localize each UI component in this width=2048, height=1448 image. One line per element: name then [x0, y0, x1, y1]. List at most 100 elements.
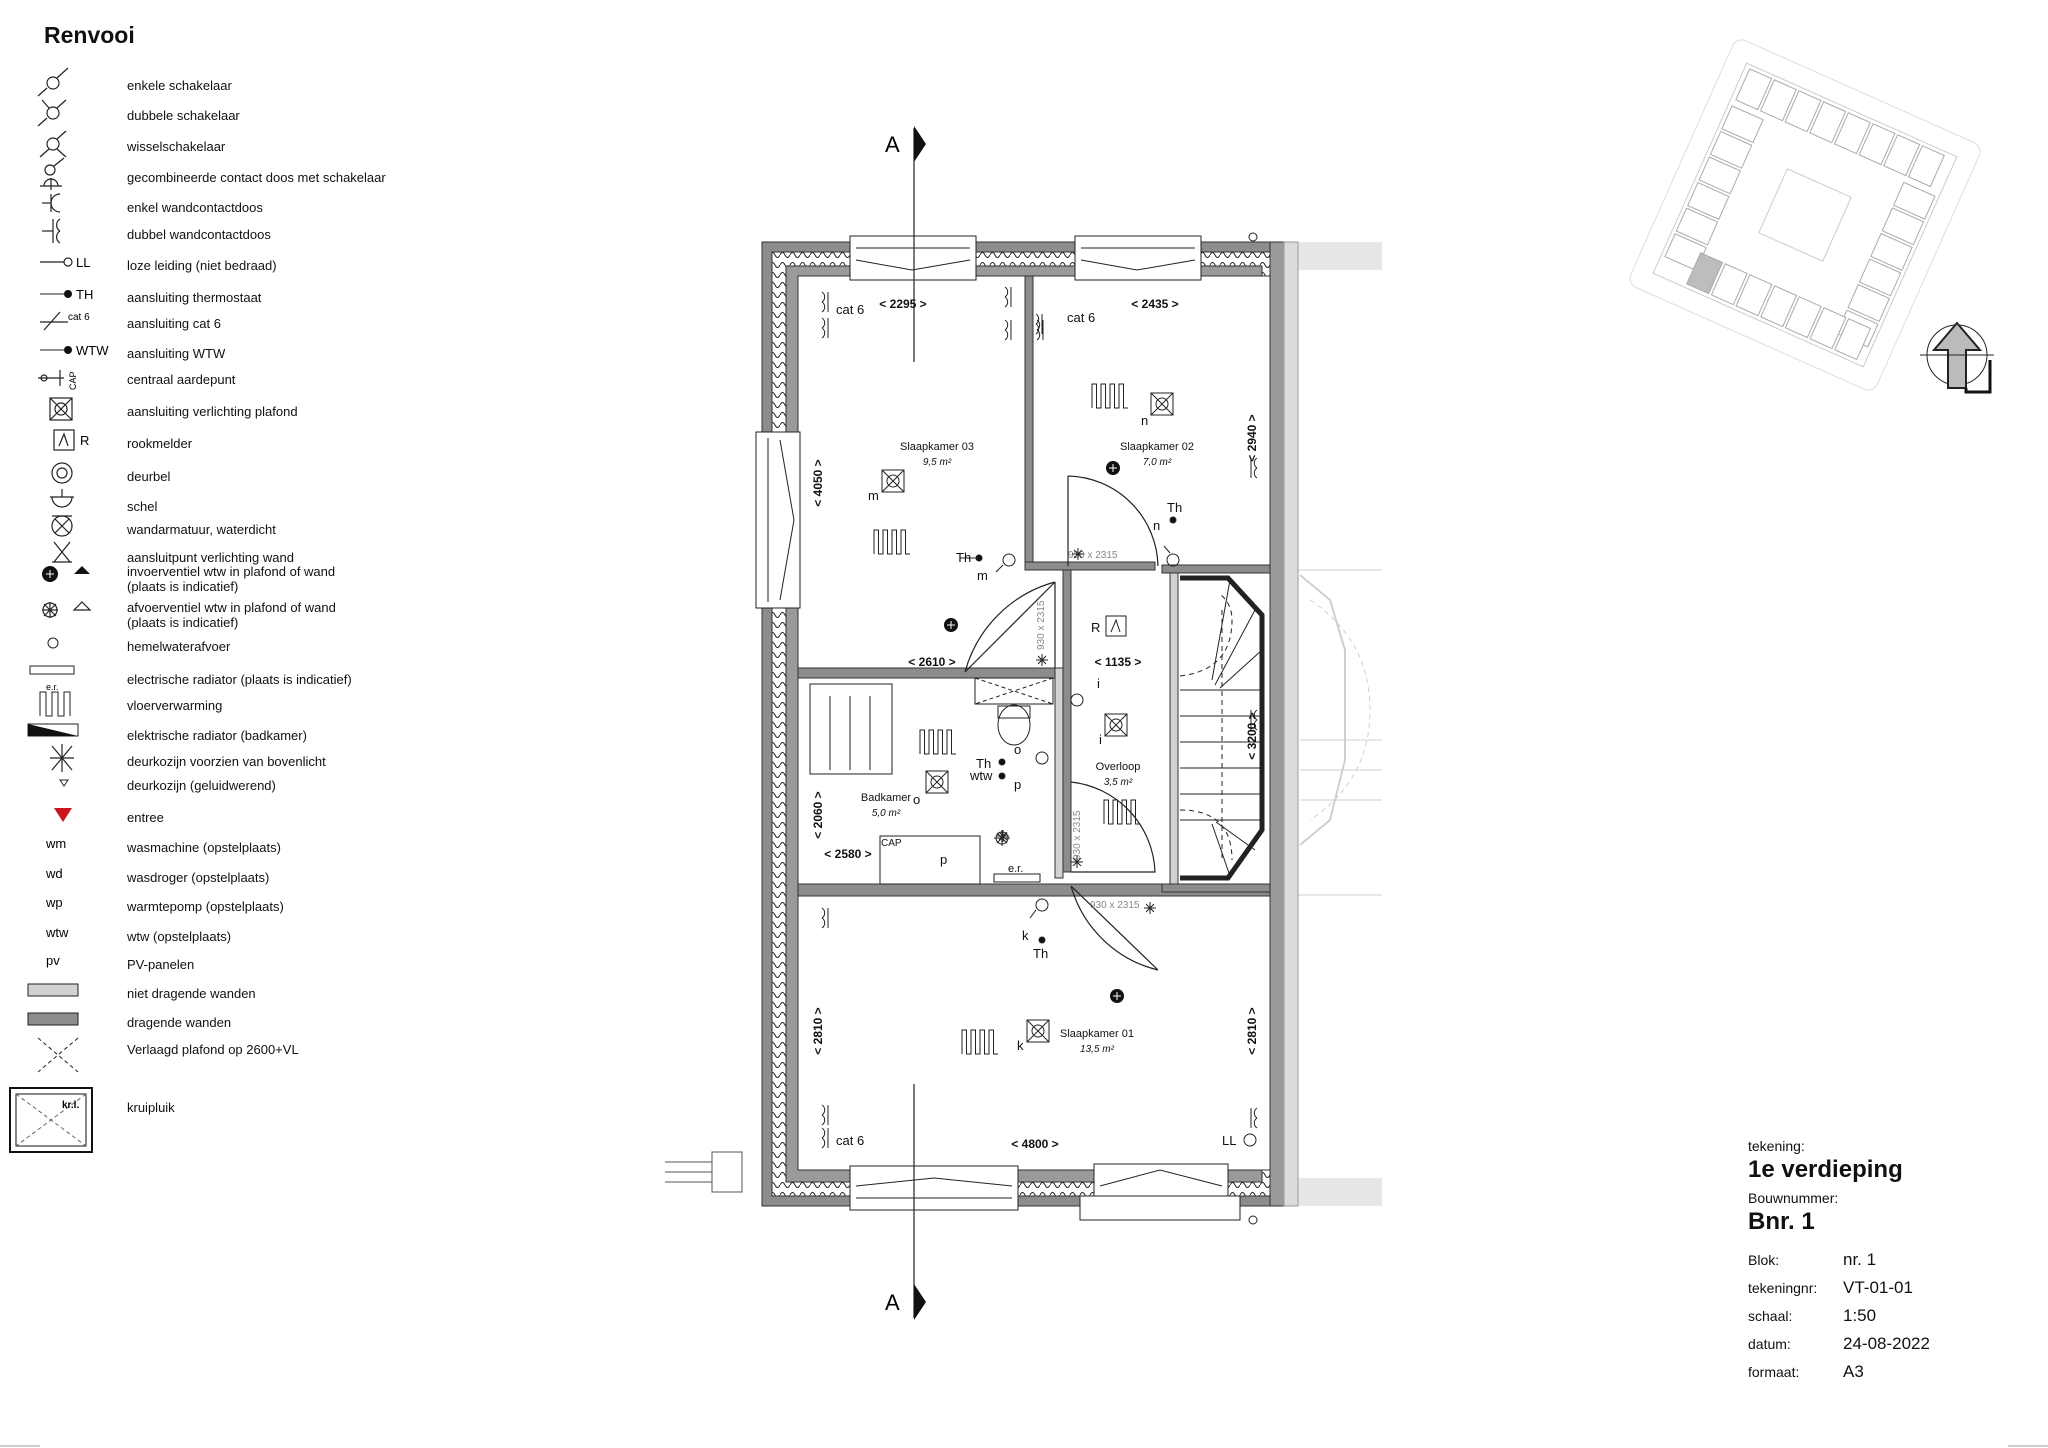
legend-item-label: dubbele schakelaar [127, 108, 240, 123]
floor-heating-icon [919, 729, 956, 755]
legend-item: Verlaagd plafond op 2600+VL [0, 1037, 520, 1073]
svg-text:cat 6: cat 6 [68, 312, 90, 323]
floor-heating-icon [20, 688, 120, 717]
build-number: Bnr. 1 [1748, 1208, 1815, 1235]
th-label: Th [1167, 500, 1182, 515]
legend-item: enkele schakelaar [0, 67, 520, 98]
door-size-label: 930 x 2315 [1068, 550, 1118, 561]
earth-point-icon: CAP [20, 362, 120, 390]
cat6-label: cat 6 [836, 1133, 864, 1148]
title-block-value: 1:50 [1843, 1306, 1877, 1325]
dimension-label: < 2610 > [908, 655, 955, 669]
room-name: Badkamer [861, 792, 911, 804]
legend-item: cat 6 aansluiting cat 6 [0, 311, 520, 336]
bearing-wall-icon [20, 1005, 120, 1029]
n-label: n [1141, 413, 1148, 428]
legend-item-label: aansluiting verlichting plafond [127, 404, 298, 419]
door-size-label: 930 x 2315 [1072, 810, 1083, 860]
room-name: Slaapkamer 01 [1060, 1028, 1134, 1040]
legend-item: elektrische radiator (badkamer) [0, 723, 520, 748]
wall-light-point-icon [20, 540, 120, 564]
cat6-label: cat 6 [836, 302, 864, 317]
wtw-connection-icon: WTW [20, 336, 120, 360]
symbol-labels: cat 6 cat 6 cat 6 Th Th Th Th m m n n R … [836, 302, 1236, 1148]
legend-item: niet dragende wanden [0, 982, 520, 1006]
room-area: 3,5 m² [1104, 777, 1133, 788]
transom-icon [1144, 902, 1156, 914]
svg-text:CAP: CAP [68, 371, 78, 390]
legend-item-label: gecombineerde contact doos met schakelaa… [127, 170, 386, 185]
title-block-value: 24-08-2022 [1843, 1334, 1930, 1353]
legend-item: WTW aansluiting WTW [0, 342, 520, 366]
legend-item-label: aansluiting WTW [127, 346, 226, 361]
double-socket-icon [821, 907, 829, 929]
legend-item: aansluiting verlichting plafond [0, 397, 520, 424]
legend-item-label: wasmachine (opstelplaats) [127, 840, 281, 855]
cat6-label: cat 6 [1067, 310, 1095, 325]
section-marker-bottom: A [885, 1290, 900, 1315]
rainwater-drain-icon [20, 629, 120, 653]
dimension-label: < 2060 > [811, 791, 825, 838]
socket-group [821, 286, 1258, 1149]
exhaust-valve-icon [994, 830, 1010, 846]
legend-item: afvoerventiel wtw in plafond of wand (pl… [0, 600, 520, 630]
legend-item-label: aansluiting cat 6 [127, 316, 221, 331]
double-socket-icon [1036, 319, 1044, 341]
legend-item: hemelwaterafvoer [0, 635, 520, 659]
dimension-label: < 2810 > [811, 1007, 825, 1054]
bathroom-radiator-icon [20, 718, 120, 742]
ceiling-light-group [881, 392, 1174, 1043]
svg-text:wd: wd [45, 866, 63, 881]
dimensions: < 2295 > < 2435 > < 4050 > < 2940 > < 26… [811, 297, 1259, 1151]
staircase [1179, 575, 1265, 881]
north-arrow-icon [1920, 321, 1994, 394]
legend-item: deurkozijn voorzien van bovenlicht [0, 744, 520, 774]
legend-item: deurkozijn (geluidwerend) [0, 774, 520, 798]
legend-item-label: wasdroger (opstelplaats) [127, 870, 270, 885]
doors [964, 475, 1159, 971]
dimension-label: < 2580 > [824, 847, 871, 861]
legend-symbol: wp [20, 889, 120, 913]
window [849, 235, 1202, 281]
svg-text:kr.l.: kr.l. [62, 1100, 79, 1111]
exhaust-valve-icon [20, 596, 120, 620]
th-label: Th [1033, 946, 1048, 961]
transom-icon [1071, 856, 1083, 868]
double-switch-icon [20, 98, 120, 127]
legend-item: deurbel [0, 462, 520, 489]
legend-item-label: PV-panelen [127, 957, 195, 972]
svg-text:WTW: WTW [76, 343, 109, 358]
legend-item-label: enkele schakelaar [127, 78, 232, 93]
legend-item-label: dubbel wandcontactdoos [127, 227, 271, 242]
double-socket-icon [821, 1104, 829, 1126]
th-label: Th [976, 756, 991, 771]
non-bearing-wall-icon [20, 976, 120, 1000]
crawl-hatch-icon: kr.l. [9, 1087, 120, 1153]
legend-item-label: dragende wanden [127, 1015, 232, 1030]
legend-item-label: kruipluik [127, 1100, 175, 1115]
o-label: o [913, 792, 920, 807]
legend-item: wandarmatuur, waterdicht [0, 515, 520, 542]
room-name: Slaapkamer 03 [900, 441, 974, 453]
dimension-label: < 1135 > [1095, 655, 1142, 669]
legend-item-label: aansluitpunt verlichting wand [127, 550, 294, 565]
p-label: p [940, 852, 947, 867]
legend-item-label: deurkozijn (geluidwerend) [127, 778, 276, 793]
svg-text:R: R [80, 433, 89, 448]
supply-valve-icon [1110, 989, 1124, 1003]
title-block-key: tekeningnr: [1748, 1280, 1818, 1296]
bearing-walls [761, 241, 1299, 1207]
wtw-label: wtw [969, 768, 993, 783]
supply-valve-icon [1106, 461, 1120, 475]
legend-item: dubbel wandcontactdoos [0, 218, 520, 247]
legend-symbol: pv [20, 947, 120, 971]
legend-item-label: loze leiding (niet bedraad) [127, 258, 277, 273]
build-label: Bouwnummer: [1748, 1190, 1839, 1206]
legend-symbol: wtw [20, 919, 120, 943]
door-size-label: 930 x 2315 [1036, 600, 1047, 650]
legend-item-label: warmtepomp (opstelplaats) [127, 899, 284, 914]
